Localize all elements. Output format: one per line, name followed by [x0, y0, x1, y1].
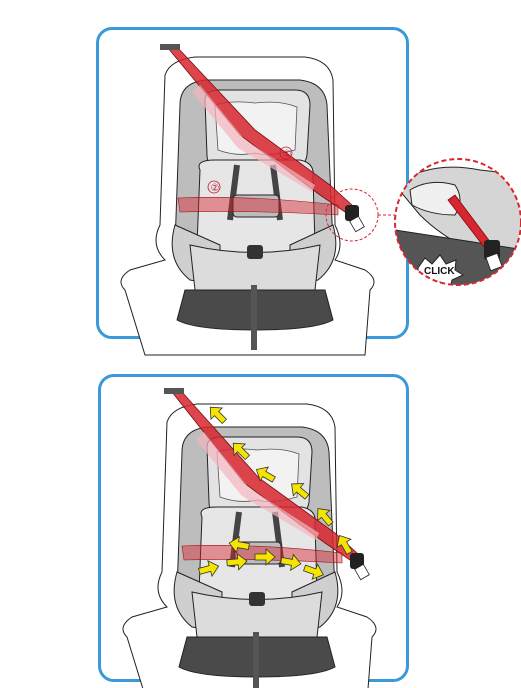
callout-1-label: ①: [283, 149, 292, 160]
click-label: CLICK: [424, 266, 455, 277]
callout-2: ②: [207, 180, 221, 194]
step-1-belt: [160, 44, 365, 233]
callout-1: ①: [279, 146, 293, 160]
callout-2-label: ②: [211, 183, 220, 194]
click-detail: CLICK: [394, 158, 521, 286]
